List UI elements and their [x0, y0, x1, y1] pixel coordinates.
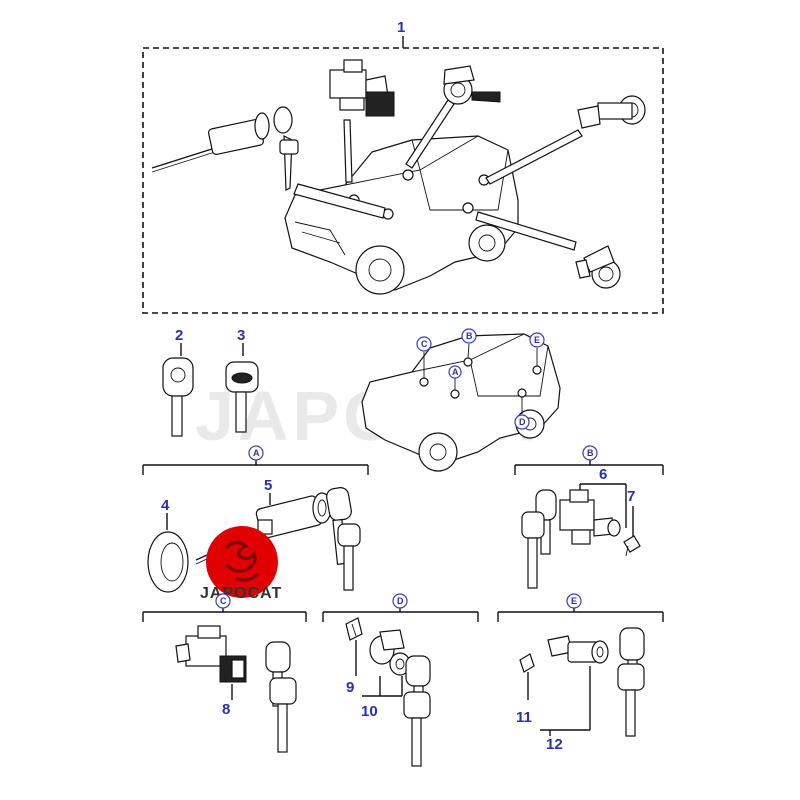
door-lock-cylinder	[369, 629, 411, 676]
location-marker-b[interactable]	[461, 328, 477, 344]
location-letter-d: D	[519, 417, 526, 427]
group-d: D 9 10	[322, 593, 479, 767]
rear-lock-cylinder	[547, 635, 609, 664]
door-lock-left-assembly	[575, 245, 621, 289]
arrow-door-left	[475, 211, 577, 251]
location-letter-b: B	[466, 331, 473, 341]
rear-lock-clip	[519, 653, 535, 700]
door-lock-keys	[403, 655, 431, 767]
door-lock-clip	[345, 617, 363, 641]
arrow-rear-door	[485, 129, 583, 185]
location-letter-a: A	[452, 367, 459, 377]
group-c: C 8	[142, 593, 307, 753]
location-marker-e[interactable]	[529, 332, 545, 348]
ignition-keys	[326, 487, 361, 591]
group-b: B 6 7	[514, 445, 664, 589]
trunk-lock	[175, 625, 247, 683]
ignition-lock-cylinder	[195, 492, 332, 565]
trunk-keys	[265, 641, 297, 753]
group-marker-d[interactable]	[392, 593, 408, 609]
group-letter-e: E	[571, 596, 577, 606]
key-3: 3	[225, 327, 259, 433]
arrow-ignition	[293, 183, 386, 219]
glovebox-lock-assembly	[329, 59, 395, 117]
location-marker-c[interactable]	[416, 336, 432, 352]
part-number-2[interactable]: 2	[175, 327, 183, 344]
group-letter-c: C	[220, 596, 227, 606]
location-letter-e: E	[534, 335, 540, 345]
location-letter-c: C	[421, 339, 428, 349]
rear-lock-keys	[617, 627, 645, 737]
glovebox-lock	[559, 489, 621, 545]
part-number-1[interactable]: 1	[397, 19, 405, 36]
set-overview: 1	[142, 19, 664, 314]
key-2: 2	[162, 327, 194, 437]
part-number-8[interactable]: 8	[222, 701, 230, 718]
part-number-12[interactable]: 12	[546, 736, 563, 753]
group-marker-b[interactable]	[582, 445, 598, 461]
glovebox-clip	[623, 535, 641, 557]
location-marker-d[interactable]	[514, 414, 530, 430]
part-number-11[interactable]: 11	[516, 709, 532, 726]
vehicle-location-map: C B E A D	[361, 328, 561, 472]
group-e: E 11 12	[497, 593, 664, 753]
glovebox-keys	[521, 489, 557, 589]
door-lock-front-assembly	[443, 65, 501, 105]
group-a: A 4 5	[142, 445, 369, 593]
vehicle-large	[284, 135, 519, 295]
group-marker-e[interactable]	[566, 593, 582, 609]
part-number-6[interactable]: 6	[599, 466, 607, 483]
ignition-bezel-ring	[147, 531, 189, 593]
group-letter-d: D	[397, 596, 404, 606]
group-marker-c[interactable]	[215, 593, 231, 609]
group-letter-b: B	[587, 448, 594, 458]
part-number-5[interactable]: 5	[264, 477, 272, 494]
group-letter-a: A	[253, 448, 260, 458]
location-marker-a[interactable]	[448, 365, 462, 379]
ignition-cylinder-assembly	[151, 106, 299, 191]
part-number-7[interactable]: 7	[627, 488, 635, 505]
part-number-10[interactable]: 10	[361, 703, 378, 720]
part-number-3[interactable]: 3	[237, 327, 245, 344]
arrow-glovebox	[343, 119, 353, 183]
logo-red-disc	[206, 526, 278, 598]
logo-wordmark: JAPOCAT	[200, 585, 282, 602]
part-number-9[interactable]: 9	[346, 679, 354, 696]
rear-door-lock-assembly	[577, 95, 646, 129]
part-number-4[interactable]: 4	[161, 497, 170, 514]
group-marker-a[interactable]	[248, 445, 264, 461]
